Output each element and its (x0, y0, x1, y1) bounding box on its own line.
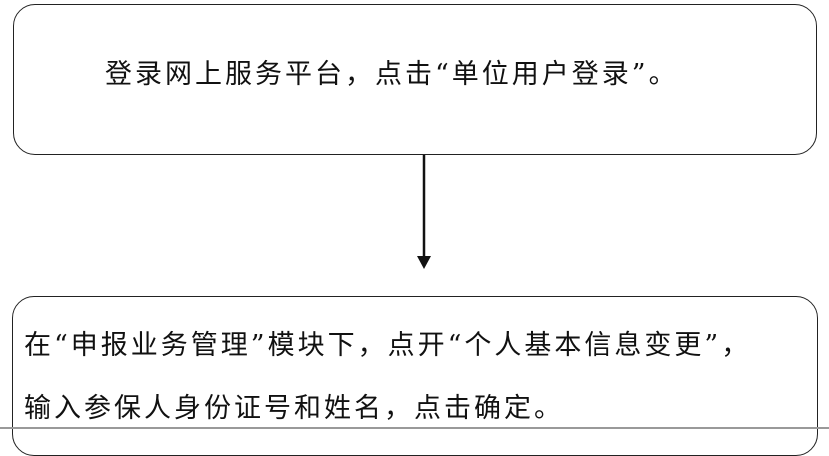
step-1-text: 登录网上服务平台，点击“单位用户登录”。 (105, 59, 679, 90)
step-2-text-line-2: 输入参保人身份证号和姓名，点击确定。 (24, 393, 564, 424)
step-2-text-line-1: 在“申报业务管理”模块下，点开“个人基本信息变更”， (24, 330, 752, 361)
flow-arrow (417, 155, 431, 269)
arrow-head (417, 256, 431, 269)
step-1-box (13, 4, 817, 155)
page-edge-divider (0, 427, 829, 429)
step-2-box (12, 296, 818, 456)
